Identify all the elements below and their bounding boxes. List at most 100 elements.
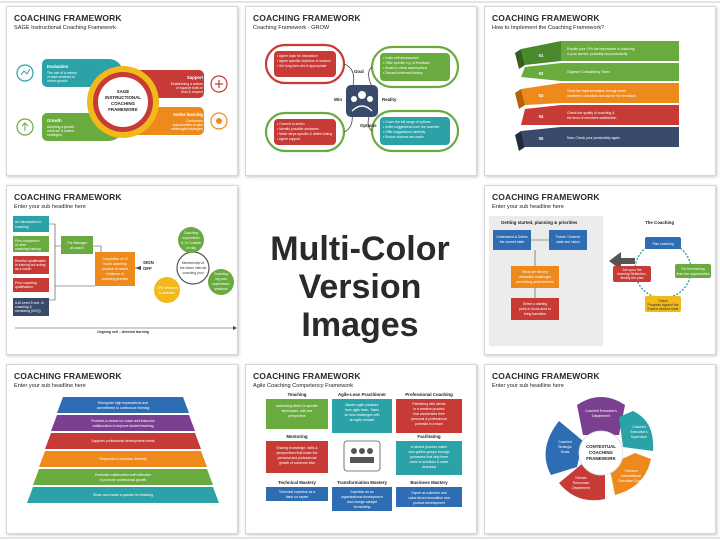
slide-thumbnail-pathway[interactable]: COACHING FRAMEWORK Enter your sub headli… (6, 185, 238, 355)
team-icon (346, 85, 378, 117)
slide-thumbnail-contextual[interactable]: COACHING FRAMEWORK Enter your sub headli… (484, 364, 716, 534)
svg-text:INSTRUCTIONAL: INSTRUCTIONAL (105, 95, 141, 100)
svg-text:potential in a team: potential in a team (415, 422, 443, 426)
svg-text:practice or recent: practice or recent (102, 267, 128, 271)
svg-text:Transformation Mastery: Transformation Mastery (337, 480, 387, 485)
grow-diagram: Goal Win Reality Options • Agree topic f… (264, 43, 460, 153)
svg-text:decisions: decisions (422, 465, 436, 469)
svg-text:Department: Department (592, 414, 610, 418)
svg-text:inform growth: inform growth (47, 79, 68, 83)
svg-text:Growth: Growth (47, 118, 62, 123)
svg-text:Explain your VPs the importanc: Explain your VPs the importance of coach… (567, 47, 635, 51)
svg-text:point or focus area to: point or focus area to (519, 307, 551, 311)
slide-thumbnail-sage[interactable]: COACHING FRAMEWORK SAGE Instructional Co… (6, 6, 238, 176)
svg-text:Responds to instructor diversi: Responds to instructor diversity (99, 457, 147, 461)
svg-text:Adopting a growth: Adopting a growth (47, 125, 74, 129)
slide-title: COACHING FRAMEWORK (253, 13, 361, 23)
svg-text:Modify the plan: Modify the plan (621, 276, 644, 280)
svg-text:formulating: formulating (354, 505, 371, 509)
svg-text:FRAMEWORK: FRAMEWORK (108, 107, 138, 112)
svg-text:coaching practice: coaching practice (102, 277, 129, 281)
svg-text:Executive Coach: Executive Coach (618, 479, 644, 483)
svg-text:The Manager: The Manager (67, 241, 88, 245)
svg-text:Coaching: Coaching (184, 231, 198, 235)
svg-text:Ensure desired state: Ensure desired state (647, 307, 678, 311)
slide-subtitle: Agile Coaching Competency Framework (253, 383, 354, 389)
svg-text:• Agree specific objective of: • Agree specific objective of session (277, 59, 331, 63)
svg-text:OFF: OFF (143, 266, 152, 271)
svg-text:that accelerates their: that accelerates their (413, 412, 445, 416)
svg-text:Coached: Coached (558, 440, 572, 444)
svg-text:SIGN: SIGN (143, 260, 154, 265)
svg-text:the Aston internal: the Aston internal (180, 266, 206, 270)
svg-text:and change catalyst: and change catalyst (347, 500, 377, 504)
svg-text:Win: Win (334, 97, 342, 102)
svg-text:Recognize high expectations an: Recognize high expectations and (98, 401, 148, 405)
svg-text:Share and model a passion for: Share and model a passion for teaching (93, 493, 153, 497)
svg-text:Reality: Reality (382, 97, 397, 102)
svg-text:• Agree topic for discussion: • Agree topic for discussion (277, 54, 318, 58)
multi-color-version-heading: Multi-Color Version Images (247, 230, 473, 344)
svg-text:an agile mindset: an agile mindset (350, 418, 375, 422)
agile-grid: Teaching Agile-Lean Practitioner Profess… (266, 392, 462, 511)
slide-thumbnail-pyramid[interactable]: COACHING FRAMEWORK Enter your sub headli… (6, 364, 238, 534)
svg-text:Ongoing self – directed learni: Ongoing self – directed learning (97, 330, 150, 334)
svg-text:Resources: Resources (573, 481, 590, 485)
svg-text:on day: on day (186, 246, 196, 250)
sage-diagram: SAGE INSTRUCTIONAL COACHING FRAMEWORK Ev… (16, 59, 228, 141)
svg-text:• Agree support: • Agree support (277, 137, 300, 141)
svg-text:strategies: strategies (47, 133, 62, 137)
svg-text:Understand & Define: Understand & Define (496, 235, 528, 239)
svg-text:• Invite suggestions from the: • Invite suggestions from the coachee (383, 125, 440, 129)
svg-text:Business Mastery: Business Mastery (410, 480, 448, 485)
svg-text:FRAMEWORK: FRAMEWORK (586, 456, 616, 461)
svg-text:the level of members satisfact: the level of members satisfaction (567, 116, 616, 120)
slide-thumbnail-implementation[interactable]: COACHING FRAMEWORK How to Implement the … (484, 6, 716, 176)
svg-text:personal and professional: personal and professional (278, 456, 317, 460)
evaluation-icon (16, 64, 34, 82)
svg-text:Technical expertise as a: Technical expertise as a (279, 490, 315, 494)
svg-text:product development: product development (413, 501, 445, 505)
svg-text:Establishing a culture: Establishing a culture (171, 82, 203, 86)
svg-text:• Ensure choices are made: • Ensure choices are made (383, 135, 424, 139)
svg-text:coaching: coaching (15, 225, 29, 229)
svg-text:commitment to continuous learn: commitment to continuous learning (97, 406, 150, 410)
svg-text:to promote professional growth: to promote professional growth (100, 478, 147, 482)
slide-subtitle: Enter your sub headline here (14, 204, 86, 210)
svg-text:An introduction to: An introduction to (15, 220, 42, 224)
slide-thumbnail-agile[interactable]: COACHING FRAMEWORK Agile Coaching Compet… (245, 364, 477, 534)
svg-text:02: 02 (539, 71, 544, 76)
svg-text:coaching &: coaching & (15, 305, 33, 309)
svg-text:Supervisor: Supervisor (631, 435, 648, 439)
svg-text:Options: Options (360, 123, 377, 128)
svg-text:in a creative process: in a creative process (413, 407, 444, 411)
slide-subtitle: How to Implement the Coaching Framework? (492, 25, 605, 31)
svg-text:Teaching: Teaching (288, 392, 307, 397)
svg-text:Future / Desired: Future / Desired (556, 235, 580, 239)
svg-text:organizational development: organizational development (341, 495, 383, 499)
svg-text:from the opportunities: from the opportunities (677, 272, 710, 276)
svg-text:What are the key: What are the key (522, 270, 548, 274)
slide-thumbnail-planning[interactable]: COACHING FRAMEWORK Enter your sub headli… (484, 185, 716, 355)
svg-text:SAGE: SAGE (117, 89, 130, 94)
slide-thumbnail-grow[interactable]: COACHING FRAMEWORK Coaching Framework - … (245, 6, 477, 176)
svg-text:05: 05 (539, 136, 544, 141)
svg-text:who guides groups through: who guides groups through (409, 450, 450, 454)
svg-text:evidence of: evidence of (106, 272, 123, 276)
svg-text:Prior completion: Prior completion (15, 239, 40, 243)
svg-text:Promotes collaboration with re: Promotes collaboration with reflection (95, 473, 151, 477)
svg-text:supervision: supervision (212, 282, 229, 286)
svg-text:value driven innovation and: value driven innovation and (408, 496, 449, 500)
slide-title: COACHING FRAMEWORK (14, 13, 122, 23)
svg-text:04: 04 (539, 114, 544, 119)
people-group-icon (343, 440, 381, 472)
svg-text:learning Reflection,: learning Reflection, (617, 272, 646, 276)
svg-text:Progress against the: Progress against the (647, 303, 678, 307)
slide-title: COACHING FRAMEWORK (14, 192, 122, 202)
svg-text:Track the implementation throu: Track the implementation through team (567, 89, 626, 93)
svg-text:Act upon the: Act upon the (622, 268, 641, 272)
svg-text:03: 03 (539, 93, 544, 98)
svg-text:Instructing others in specific: Instructing others in specific (276, 404, 318, 408)
contextual-diagram: CONTEXTUAL COACHING FRAMEWORK Coached Ex… (545, 397, 654, 501)
